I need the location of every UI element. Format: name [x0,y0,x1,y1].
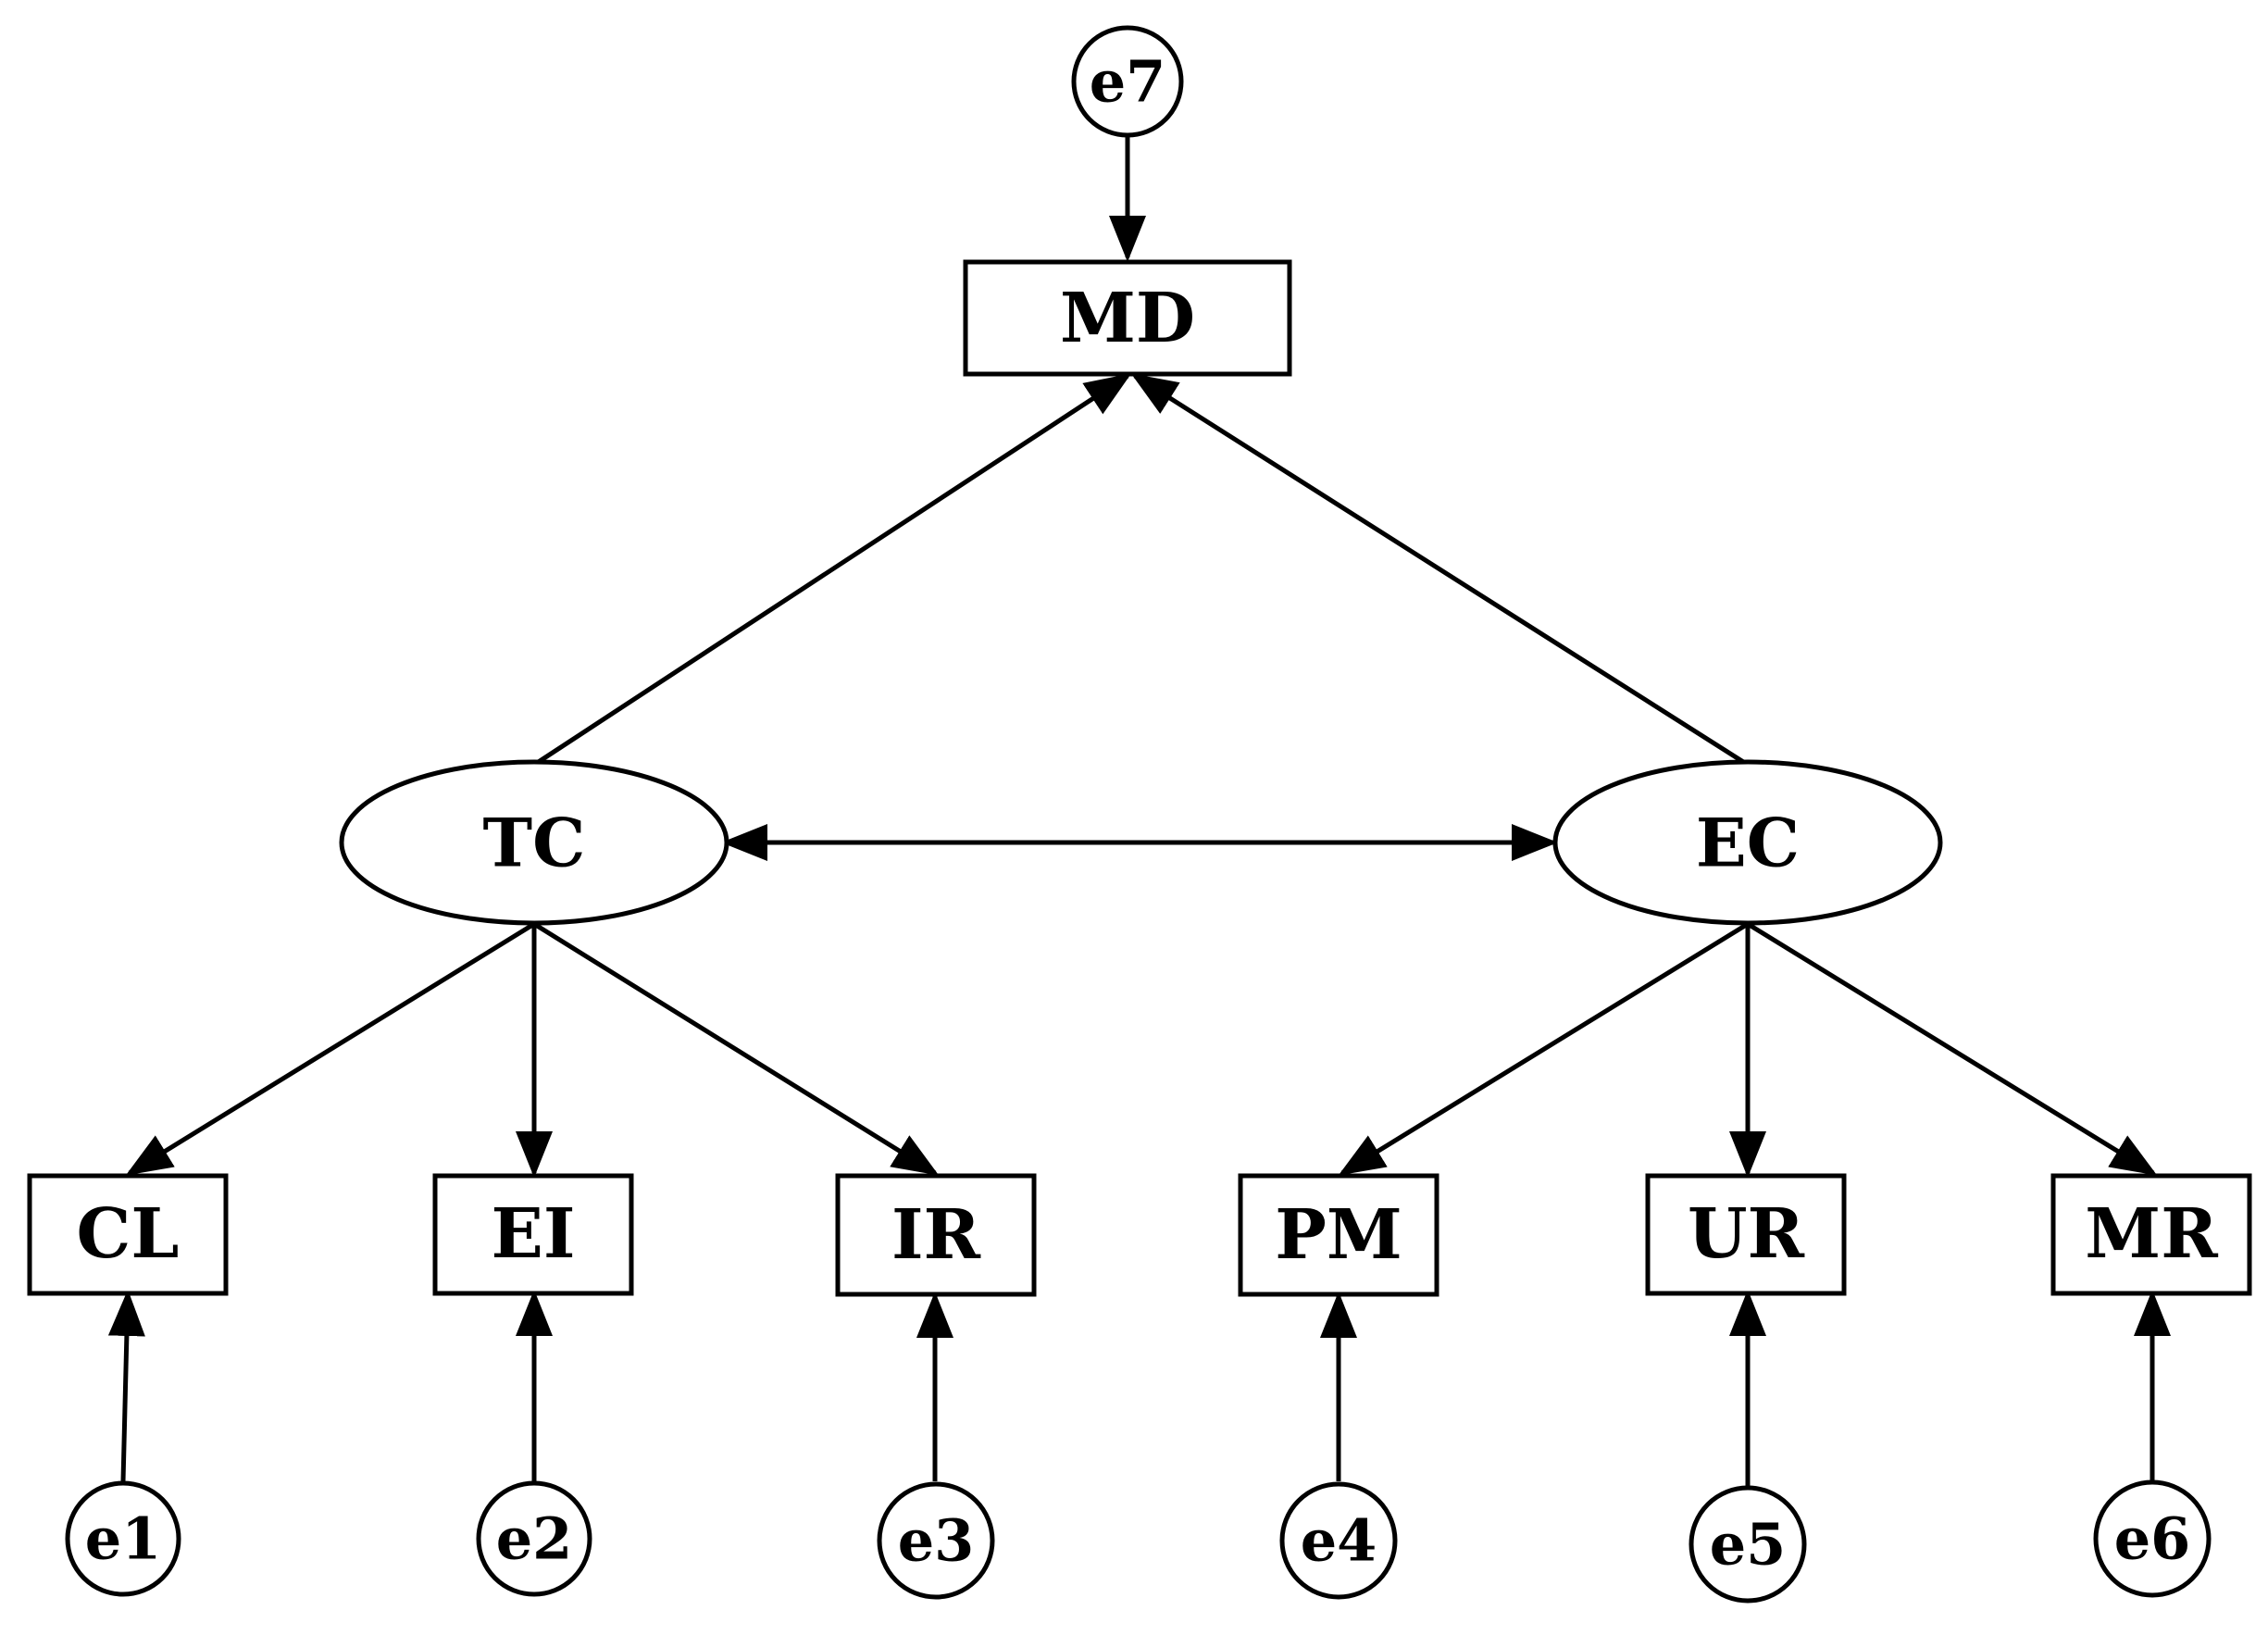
error-node-e1: e1 [65,1480,181,1597]
path-ec-to-pm [1338,921,1750,1176]
error-node-e7: e7 [1071,25,1184,138]
path-e1-to-cl [107,1290,145,1482]
error-node-e3: e3 [877,1481,995,1600]
error-label-e5: e5 [1710,1511,1787,1579]
latent-node-ec: EC [1552,759,1943,926]
path-ec-to-md [1130,373,1750,768]
error-label-e4: e4 [1301,1507,1377,1575]
error-node-e4: e4 [1279,1481,1398,1600]
latent-label-tc: TC [483,804,586,882]
path-tc-to-ir [532,921,940,1176]
observed-node-ur: UR [1645,1173,1847,1296]
observed-label-cl: CL [77,1194,180,1274]
error-label-e2: e2 [496,1505,573,1573]
observed-node-pm: PM [1238,1173,1439,1297]
edges [107,127,2171,1487]
error-label-e6: e6 [2114,1505,2191,1573]
observed-node-md: MD [963,259,1292,377]
latent-node-tc: TC [339,759,729,926]
observed-label-mr: MR [2085,1194,2218,1274]
path-tc-to-md [532,373,1132,768]
error-label-e7: e7 [1090,48,1166,116]
observed-node-cl: CL [27,1173,229,1296]
error-label-e3: e3 [898,1507,975,1575]
observed-node-mr: MR [2050,1173,2252,1296]
observed-label-ur: UR [1688,1194,1805,1274]
path-tc-to-cl [125,921,536,1176]
observed-label-pm: PM [1275,1195,1402,1275]
error-node-e5: e5 [1689,1485,1807,1604]
latent-label-ec: EC [1696,804,1800,882]
error-node-e2: e2 [476,1480,592,1597]
path-ec-to-mr [1746,921,2158,1176]
error-node-e6: e6 [2093,1479,2212,1598]
observed-label-ir: IR [891,1195,981,1275]
observed-node-ei: EI [432,1173,634,1296]
error-label-e1: e1 [85,1505,162,1573]
observed-label-ei: EI [491,1194,575,1274]
observed-label-md: MD [1060,279,1195,358]
observed-node-ir: IR [835,1173,1037,1297]
